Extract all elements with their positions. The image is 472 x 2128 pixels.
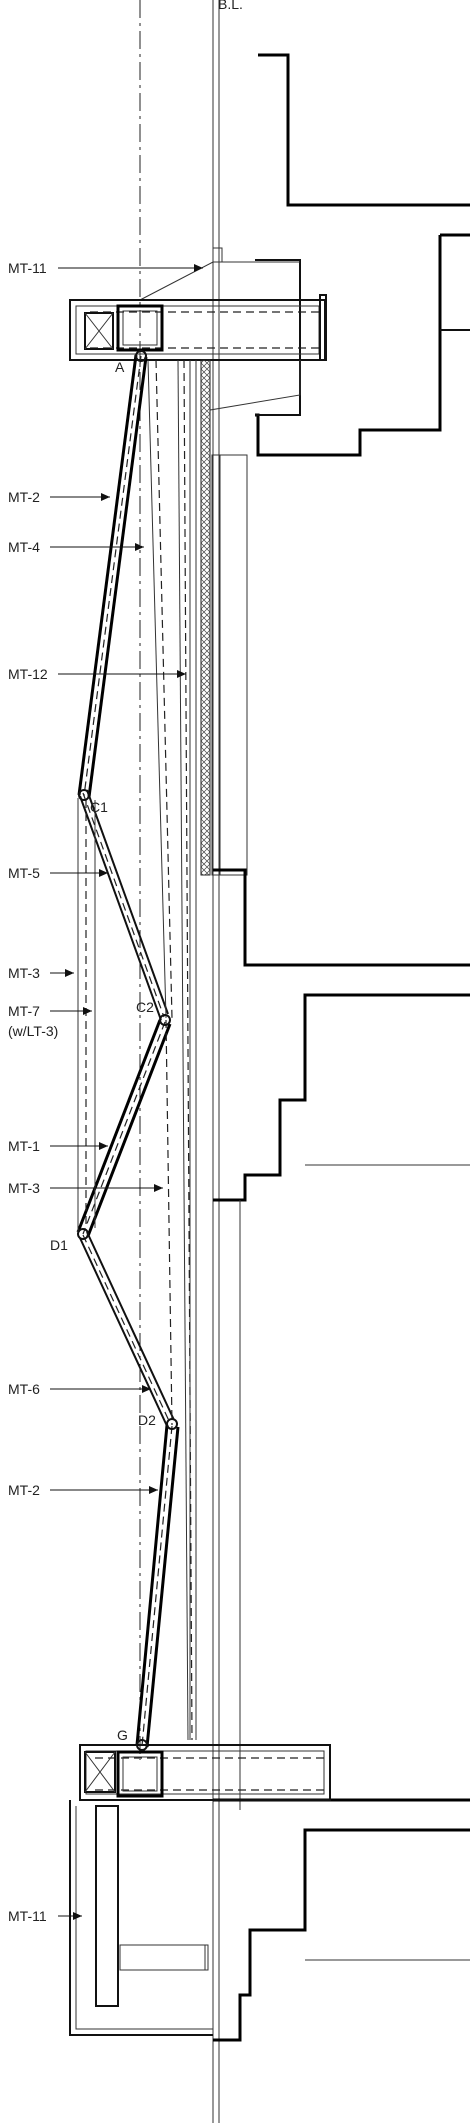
svg-text:MT-11: MT-11 [8,260,47,276]
node-label-d1: D1 [50,1237,68,1253]
brace-c2-d2 [165,1019,173,1426]
svg-text:(w/LT-3): (w/LT-3) [8,1023,58,1039]
node-d1 [77,1228,89,1240]
soffit-rail [119,1944,209,1971]
svg-text:MT-12: MT-12 [8,666,48,682]
node-a [135,350,147,362]
callout-mt2-lower: MT-2 [8,1482,158,1498]
callout-mt11-top: MT-11 [8,260,203,276]
upper-tube-inner [122,310,158,346]
svg-text:MT-3: MT-3 [8,1180,40,1196]
upper-slab-inner [255,259,301,416]
mid-floor-outline [213,868,470,1202]
soffit-outline [69,1800,213,2036]
brace-c1-d1 [77,798,96,1232]
upper-tube [116,304,164,352]
lower-beam-xbox [84,1751,116,1793]
lower-beam-xbox-cross [84,1751,116,1793]
upper-beam-xbox-cross [84,312,114,350]
svg-text:MT-6: MT-6 [8,1381,40,1397]
svg-text:MT-1: MT-1 [8,1138,40,1154]
callout-mt5: MT-5 [8,865,108,881]
upper-beam-xbox [84,312,114,350]
node-c2 [159,1014,171,1026]
node-label-d2: D2 [138,1412,156,1428]
svg-text:MT-7: MT-7 [8,1003,40,1019]
strut-c1-c2 [79,789,169,1021]
lower-tube-inner [122,1756,158,1792]
node-g [136,1739,148,1751]
upper-glazing-panel [200,359,211,876]
svg-text:MT-5: MT-5 [8,865,40,881]
brace-a-c2 [147,359,173,1019]
node-label-c1: C1 [90,799,108,815]
strut-d1-d2 [79,1231,175,1427]
brace-a-d2 [177,359,193,1741]
soffit-post [95,1805,119,2007]
callout-mt3-upper: MT-3 [8,965,74,981]
upper-bracket [209,360,301,411]
lower-tube [116,1750,164,1798]
building-line-label: B.L. [218,0,243,12]
callout-mt1: MT-1 [8,1138,108,1154]
node-label-g: G [117,1727,128,1743]
svg-text:MT-2: MT-2 [8,489,40,505]
node-c1 [78,789,90,801]
lower-floor-outline [213,1798,470,2042]
parapet-cap [213,247,223,262]
svg-text:MT-4: MT-4 [8,539,40,555]
lower-beam-frame [79,1744,331,1801]
callout-mt11-bottom: MT-11 [8,1908,82,1924]
upper-beam-frame [69,299,326,361]
strut-d2-g [135,1424,180,1748]
callout-mt7: MT-7 (w/LT-3) [8,1003,92,1039]
node-label-c2: C2 [136,999,154,1015]
upper-slab-outline [255,53,470,457]
svg-text:MT-3: MT-3 [8,965,40,981]
callout-mt4: MT-4 [8,539,144,555]
svg-text:MT-2: MT-2 [8,1482,40,1498]
callout-mt6: MT-6 [8,1381,151,1397]
strut-a-c1 [77,354,148,798]
callout-mt12: MT-12 [8,666,186,682]
node-d2 [166,1418,178,1430]
soffit-inner [75,1806,213,2030]
svg-text:MT-11: MT-11 [8,1908,47,1924]
node-label-a: A [115,359,125,375]
callout-mt2-upper: MT-2 [8,489,110,505]
strut-c2-d1 [76,1019,172,1237]
upper-mullion-box [211,454,248,876]
upper-beam-plate [319,294,327,361]
callout-mt3-lower: MT-3 [8,1180,163,1196]
